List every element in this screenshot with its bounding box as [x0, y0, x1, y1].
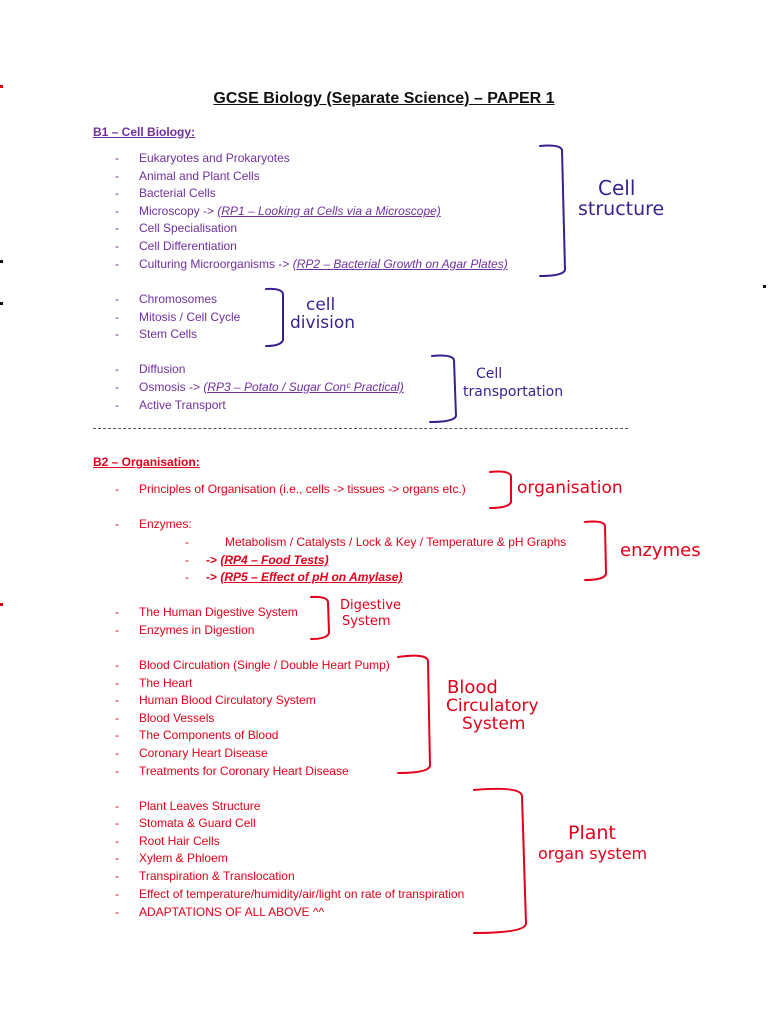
required-practical-link: (RP3 – Potato / Sugar Conᶜ Practical) [203, 380, 404, 394]
bracket-organisation [489, 470, 512, 509]
bracket-cell-transportation [429, 354, 457, 423]
handwritten-label: Digestive [340, 598, 402, 613]
handwritten-label: System [462, 714, 526, 734]
bracket-blood [397, 654, 431, 774]
required-practical-link: (RP2 – Bacterial Growth on Agar Plates) [292, 257, 508, 271]
handwritten-label: enzymes [620, 540, 701, 561]
edge-mark [763, 285, 766, 288]
handwritten-label: cell [306, 295, 336, 315]
section-divider [93, 428, 628, 429]
required-practical-link: (RP1 – Looking at Cells via a Microscope… [217, 204, 441, 218]
bracket-cell-division [265, 287, 284, 347]
handwritten-label: Blood [447, 677, 498, 698]
handwritten-label: organ system [538, 844, 648, 863]
page-title: GCSE Biology (Separate Science) – PAPER … [0, 90, 768, 108]
page-title-text: GCSE Biology (Separate Science) – PAPER … [213, 90, 555, 107]
handwritten-label: transportation [463, 384, 564, 400]
edge-mark [0, 85, 3, 88]
edge-mark [0, 302, 3, 305]
handwritten-label: division [290, 313, 356, 333]
handwritten-label: Circulatory [446, 696, 539, 716]
bracket-enzymes [584, 520, 607, 581]
edge-mark [0, 260, 3, 263]
required-practical-link: (RP5 – Effect of pH on Amylase) [220, 570, 403, 584]
bracket-cell-structure [539, 144, 566, 277]
handwritten-label: Cell [476, 366, 503, 382]
section-heading-b2: B2 – Organisation: [93, 455, 200, 469]
handwritten-label: organisation [517, 478, 623, 498]
edge-mark [0, 603, 3, 606]
handwritten-label: Cell [598, 176, 636, 200]
handwritten-label: System [342, 614, 391, 629]
bracket-plant [473, 787, 527, 934]
handwritten-label: Plant [568, 822, 616, 844]
bracket-digestive [310, 595, 330, 640]
handwritten-label: structure [578, 198, 665, 220]
required-practical-link: (RP4 – Food Tests) [220, 553, 329, 567]
section-heading-b1: B1 – Cell Biology: [93, 125, 196, 139]
